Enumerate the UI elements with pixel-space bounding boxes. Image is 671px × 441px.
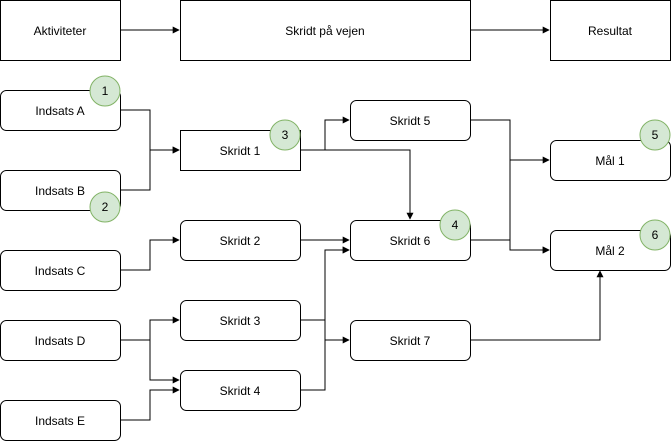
node-input-d: Indsats D (0, 320, 121, 361)
badge-5: 5 (639, 119, 671, 151)
edge-e-s4 (120, 386, 180, 421)
badge-6-circle (639, 219, 671, 251)
node-input-e: Indsats E (0, 400, 121, 441)
node-input-a-label: Indsats A (35, 104, 84, 118)
edge-b-s1 (120, 146, 180, 191)
badge-5-label: 5 (652, 128, 659, 142)
edge-s5-g2 (509, 160, 550, 254)
node-step-6-label: Skridt 6 (390, 234, 431, 248)
node-goal-1-label: Mål 1 (595, 154, 625, 168)
node-goal-2: Mål 2 (550, 230, 671, 271)
badge-1: 1 (89, 75, 121, 107)
badge-1-label: 1 (102, 84, 109, 98)
node-goal-2-label: Mål 2 (595, 244, 625, 258)
header-result-label: Resultat (588, 24, 633, 38)
badge-4-label: 4 (452, 218, 459, 232)
node-step-7: Skridt 7 (350, 320, 471, 361)
node-step-5-label: Skridt 5 (390, 114, 431, 128)
node-step-4-label: Skridt 4 (220, 384, 261, 398)
header-activities: Aktiviteter (0, 0, 121, 61)
badge-1-circle (89, 75, 121, 107)
badge-4: 4 (439, 209, 471, 241)
edges (120, 26, 604, 421)
badge-2: 2 (89, 191, 121, 223)
node-step-1-label: Skridt 1 (220, 144, 261, 158)
node-step-3-label: Skridt 3 (220, 314, 261, 328)
edge-c-s2 (120, 236, 180, 271)
edge-s6-g2 (470, 239, 550, 254)
badge-5-circle (639, 119, 671, 151)
badge-6-label: 6 (652, 228, 659, 242)
edge-s7-g2 (470, 270, 604, 341)
edge-s3-s7 (324, 320, 350, 344)
header-steps-label: Skridt på vejen (285, 24, 364, 38)
header-result: Resultat (550, 0, 671, 61)
node-step-6: Skridt 6 (350, 220, 471, 261)
badge-2-circle (89, 191, 121, 223)
badge-3-label: 3 (282, 128, 289, 142)
edge-s5-g1 (470, 119, 550, 164)
node-step-7-label: Skridt 7 (390, 334, 431, 348)
node-input-b: Indsats B (0, 170, 121, 211)
node-input-c-label: Indsats C (35, 264, 86, 278)
node-input-a: Indsats A (0, 90, 121, 131)
node-input-c: Indsats C (0, 250, 121, 291)
badge-6: 6 (639, 219, 671, 251)
header-activities-label: Aktiviteter (34, 24, 87, 38)
node-step-5: Skridt 5 (350, 100, 471, 141)
node-input-e-label: Indsats E (35, 414, 85, 428)
header-steps: Skridt på vejen (180, 0, 471, 61)
node-input-b-label: Indsats B (35, 184, 85, 198)
badge-3-circle (269, 119, 301, 151)
edge-s1-s6 (300, 149, 414, 220)
badge-4-circle (439, 209, 471, 241)
badge-2-label: 2 (102, 200, 109, 214)
node-input-d-label: Indsats D (35, 334, 86, 348)
node-step-4: Skridt 4 (180, 370, 301, 411)
node-step-2: Skridt 2 (180, 220, 301, 261)
edge-d-s4 (120, 339, 180, 384)
node-step-2-label: Skridt 2 (220, 234, 261, 248)
edge-a-s1 (120, 109, 180, 154)
edge-s1-s5 (300, 116, 350, 151)
badge-3: 3 (269, 119, 301, 151)
edge-d-s3 (120, 316, 180, 341)
node-step-3: Skridt 3 (180, 300, 301, 341)
